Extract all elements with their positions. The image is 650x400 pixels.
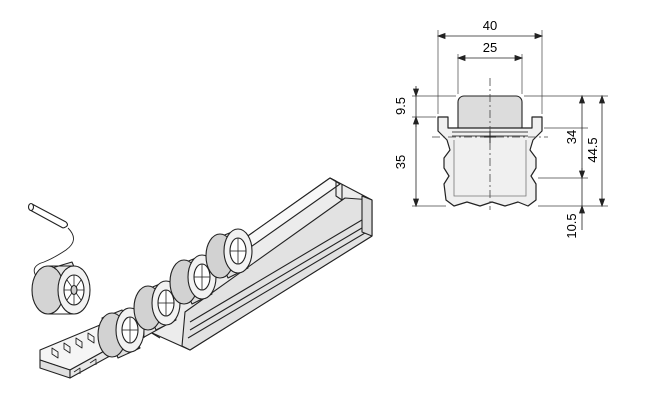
roller-wheel bbox=[205, 228, 253, 279]
dimension-label-total-height: 44.5 bbox=[585, 137, 600, 162]
cross-section-view: 40 25 9.5 35 34 44.5 10.5 bbox=[393, 18, 608, 239]
axle-pin bbox=[27, 202, 68, 229]
dimension-label-profile-height: 35 bbox=[393, 155, 408, 169]
center-mark bbox=[484, 131, 496, 143]
dimension-label-roller-width: 25 bbox=[483, 40, 497, 55]
exploded-roller bbox=[31, 261, 91, 315]
roller-wheel bbox=[97, 307, 145, 359]
dimension-label-base: 10.5 bbox=[564, 213, 579, 238]
dimension-label-rail-height: 34 bbox=[564, 130, 579, 144]
extension-lines bbox=[412, 30, 608, 207]
exploded-leader-line bbox=[33, 227, 74, 277]
isometric-assembly-view bbox=[27, 177, 373, 379]
dimension-label-roller-top: 9.5 bbox=[393, 97, 408, 115]
dimension-lines bbox=[412, 32, 606, 230]
dimension-label-overall-width: 40 bbox=[483, 18, 497, 33]
center-lines bbox=[432, 78, 548, 210]
